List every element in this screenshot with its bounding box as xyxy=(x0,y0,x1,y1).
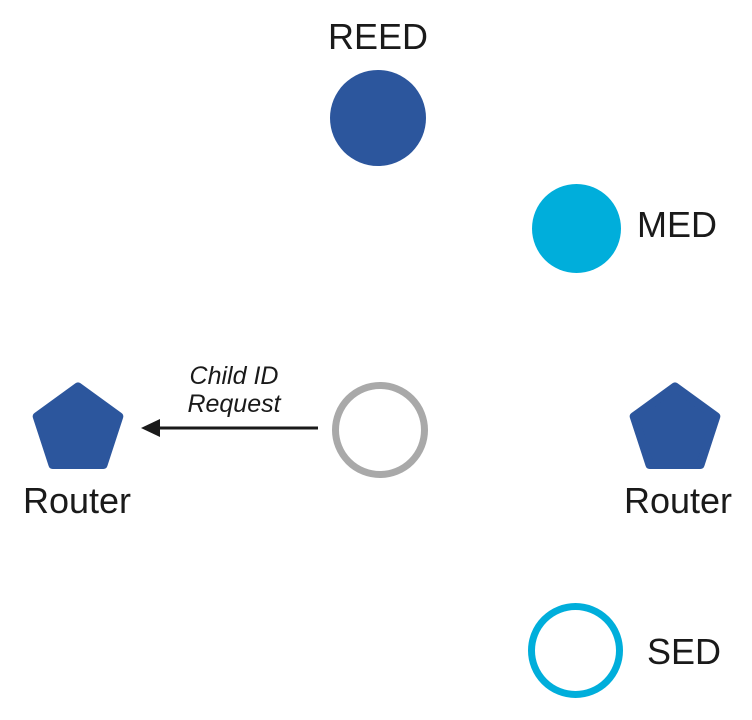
reed-node-icon xyxy=(330,70,426,166)
child-id-request-line1: Child ID xyxy=(189,362,279,390)
reed-label: REED xyxy=(327,16,429,57)
med-label: MED xyxy=(637,204,717,245)
med-node-icon xyxy=(532,184,621,273)
child-id-request-arrow xyxy=(141,419,318,437)
router-right-label: Router xyxy=(623,480,733,521)
router-left-label: Router xyxy=(22,480,132,521)
router-left-node-icon xyxy=(32,382,124,469)
child-id-request-label: Child ID Request xyxy=(187,362,280,418)
router-right-node-icon xyxy=(629,382,721,469)
sed-node-icon xyxy=(528,603,623,698)
joiner-node-icon xyxy=(332,382,428,478)
sed-label: SED xyxy=(647,631,722,672)
child-id-request-line2: Request xyxy=(187,390,281,418)
